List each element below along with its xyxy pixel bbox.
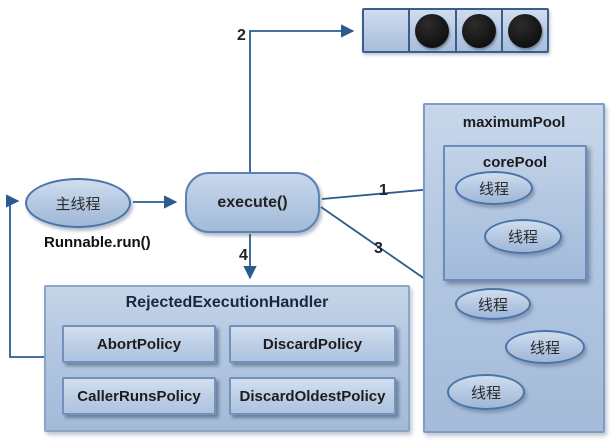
execute-node: execute() (185, 172, 320, 233)
thread-label: 线程 (478, 180, 509, 198)
thread-label: 线程 (507, 229, 538, 246)
abort-policy-box: AbortPolicy (62, 325, 216, 363)
discard-policy-box: DiscardPolicy (229, 325, 396, 363)
task-dot (415, 13, 450, 48)
arrow-label-4: 4 (239, 247, 248, 264)
core-thread-node: 线程 (484, 219, 562, 254)
arrow-label-3: 3 (374, 240, 383, 257)
maximum-pool-box: maximumPool corePool (423, 103, 605, 433)
thread-label: 线程 (529, 339, 560, 357)
rejected-execution-handler-box: RejectedExecutionHandler AbortPolicy Dis… (44, 285, 410, 432)
queue-cell (454, 10, 501, 51)
task-dot (461, 13, 496, 48)
caller-runs-policy-box: CallerRunsPolicy (62, 377, 216, 415)
maximum-pool-title: maximumPool (462, 114, 566, 131)
arrow-label-2: 2 (237, 27, 246, 44)
queue-cell-empty (364, 10, 408, 51)
discard-oldest-policy-box: DiscardOldestPolicy (229, 377, 396, 415)
main-thread-label: 主线程 (55, 195, 101, 213)
main-thread-node: 主线程 (25, 178, 131, 228)
thread-label: 线程 (470, 384, 501, 402)
queue-cell (500, 10, 547, 51)
core-pool-title: corePool (482, 154, 548, 171)
core-pool-box: corePool (443, 145, 587, 281)
task-queue (362, 8, 549, 53)
max-thread-node: 线程 (505, 330, 585, 364)
max-thread-node: 线程 (447, 374, 525, 410)
handler-title: RejectedExecutionHandler (125, 294, 329, 311)
arrow-label-1: 1 (379, 182, 388, 199)
task-dot (507, 13, 542, 48)
thread-label: 线程 (477, 296, 508, 314)
core-thread-node: 线程 (455, 171, 533, 205)
queue-cell (408, 10, 454, 51)
execute-label: execute() (217, 193, 288, 211)
max-thread-node: 线程 (455, 288, 531, 320)
runnable-run-label: Runnable.run() (44, 234, 151, 251)
